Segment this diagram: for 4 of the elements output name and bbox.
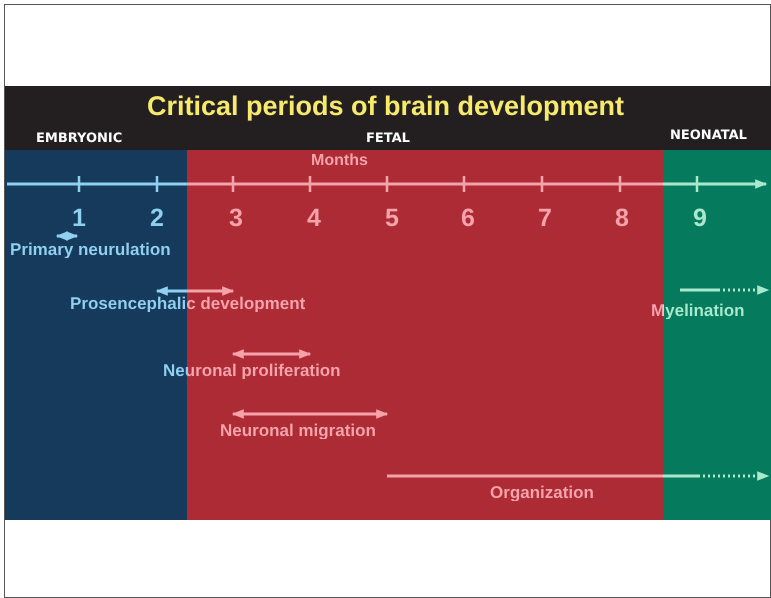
period-label: FETAL [366,132,410,145]
period-label: EMBRYONIC [36,132,122,145]
title: Critical periods of brain development [146,93,626,120]
period-label: NEONATAL [670,129,747,142]
